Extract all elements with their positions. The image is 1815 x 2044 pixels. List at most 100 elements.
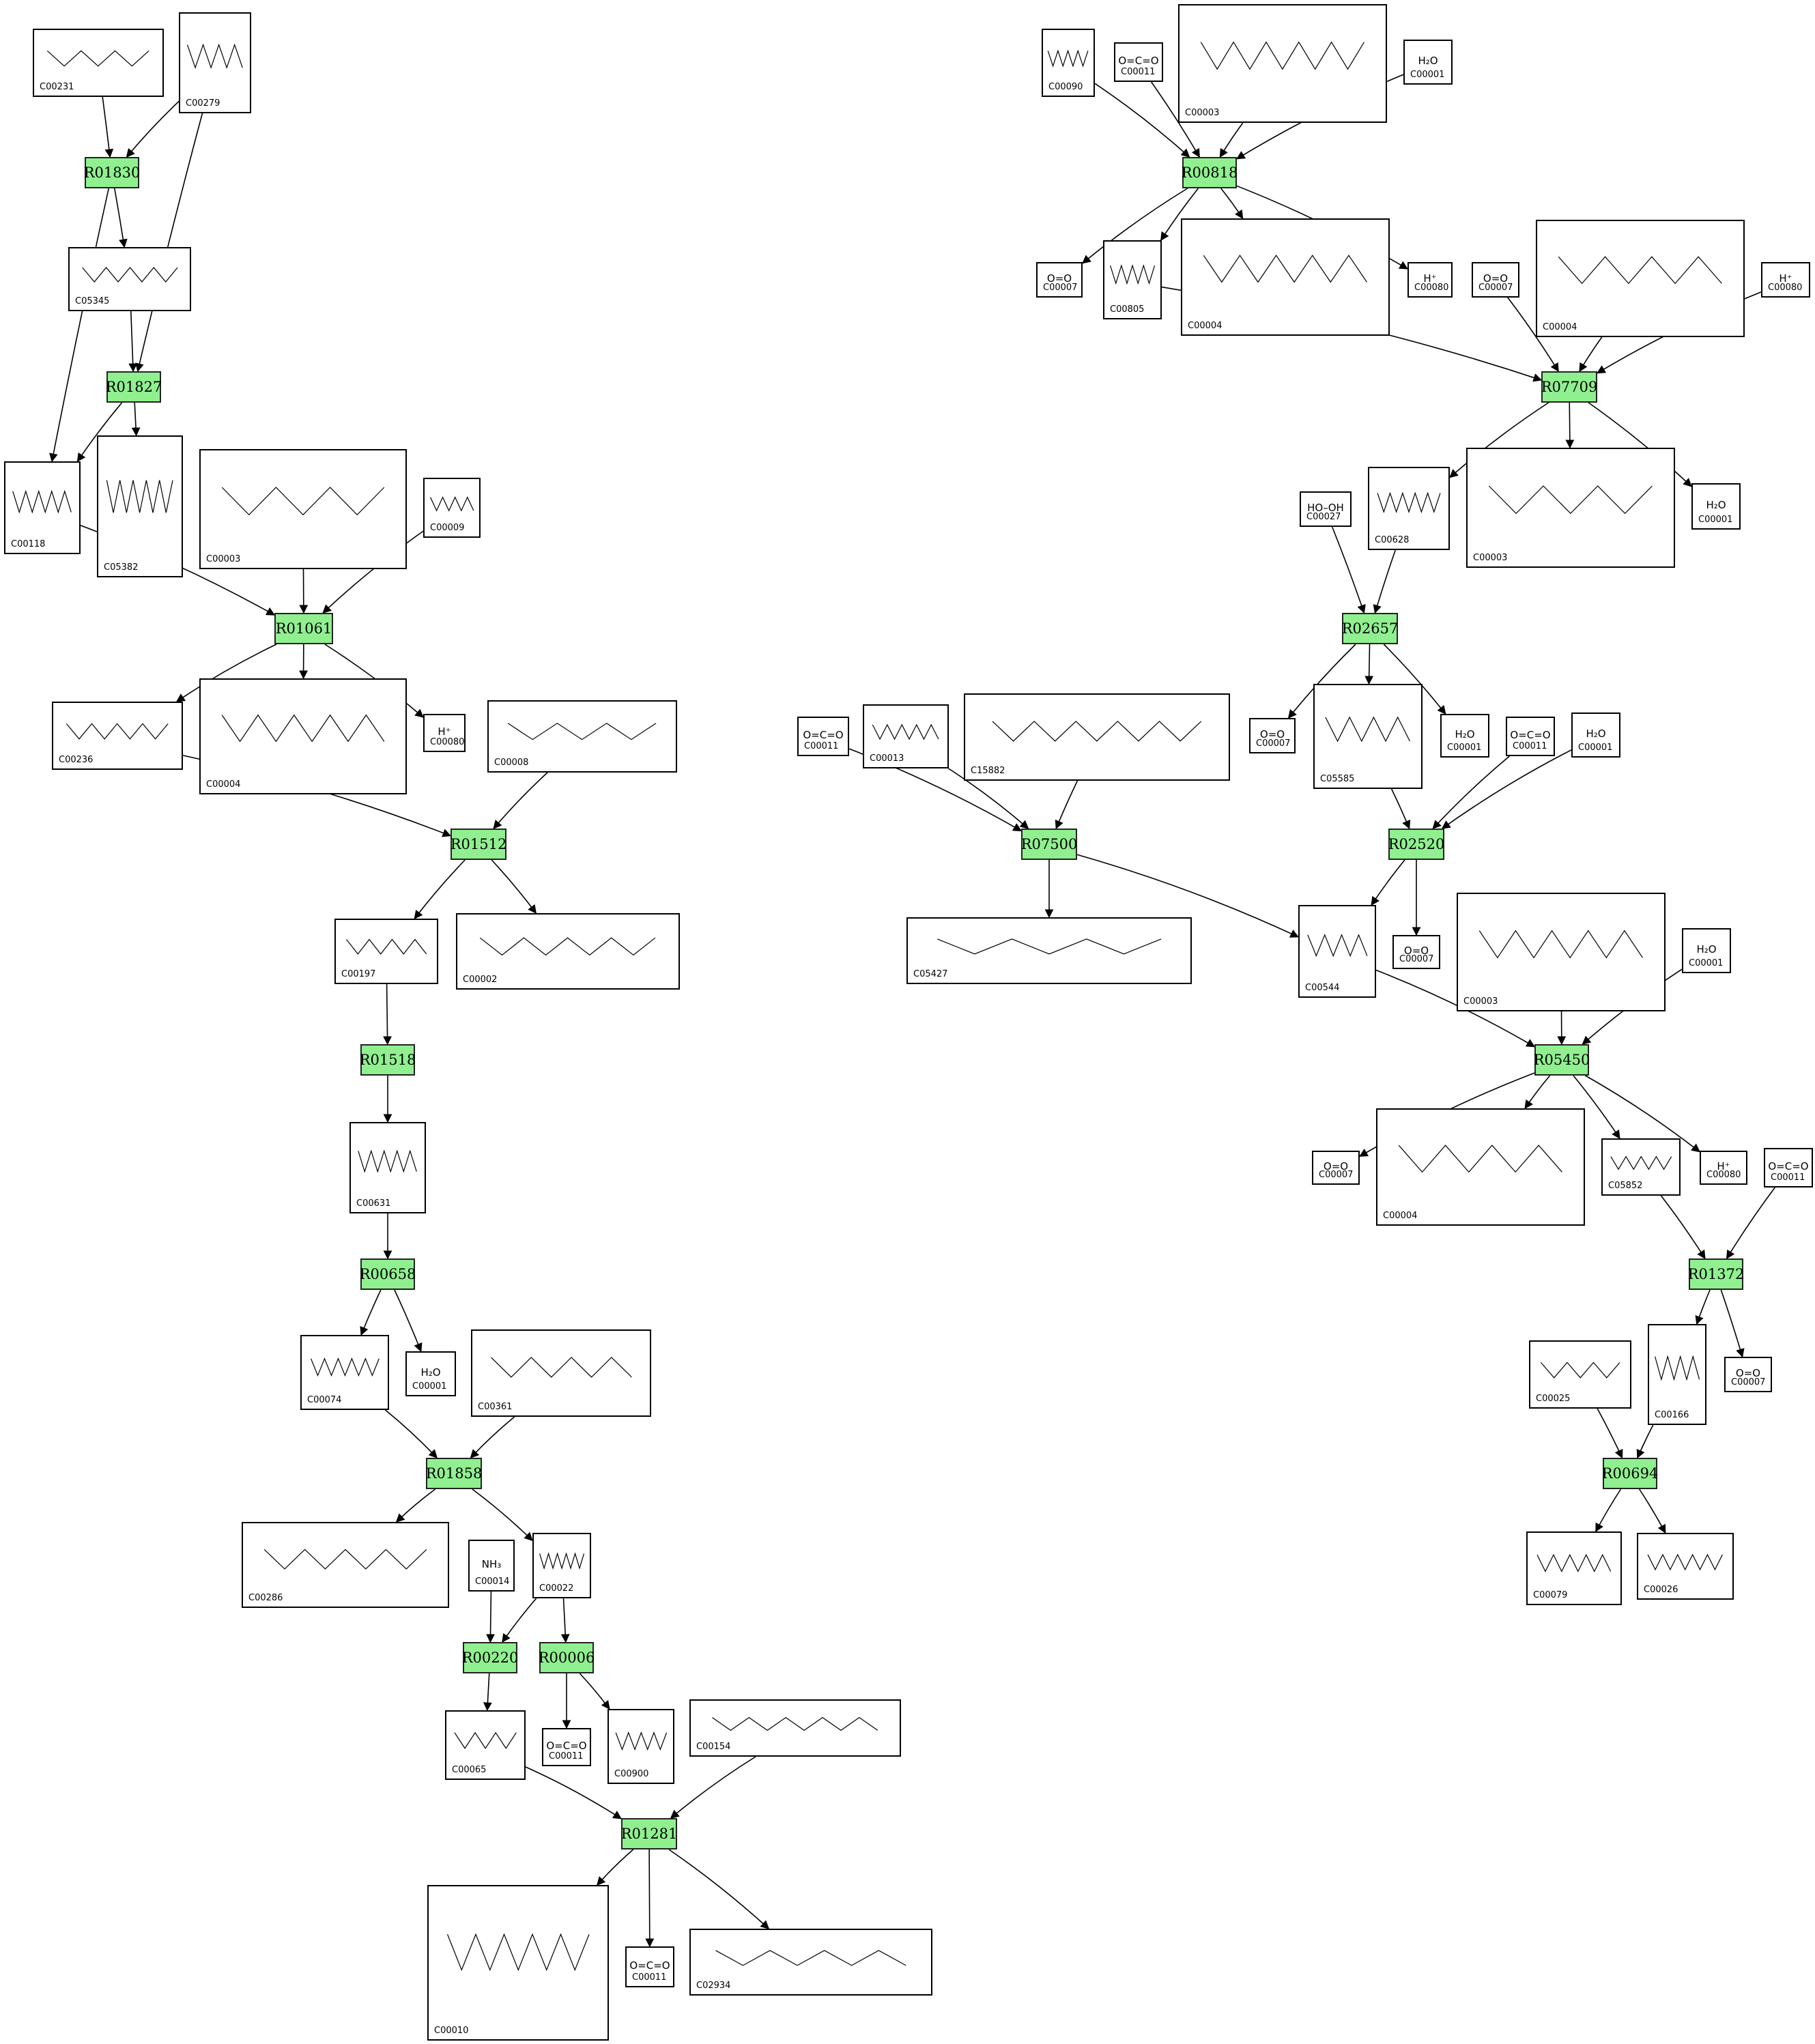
compound-c00900[interactable]: C00900 — [608, 1709, 674, 1784]
reaction-r02657[interactable]: R02657 — [1342, 613, 1398, 644]
compound-c00004[interactable]: C00004 — [199, 678, 407, 794]
compound-id: C00001 — [1447, 743, 1482, 753]
structure-icon — [355, 1130, 420, 1192]
reaction-r01281[interactable]: R01281 — [621, 1818, 677, 1849]
compound-c00080[interactable]: H⁺C00080 — [1407, 262, 1453, 298]
reaction-r00818[interactable]: R00818 — [1182, 157, 1238, 188]
compound-c00805[interactable]: C00805 — [1103, 240, 1162, 319]
compound-c00286[interactable]: C00286 — [242, 1522, 449, 1608]
compound-id: C00080 — [1414, 283, 1449, 293]
compound-c00002[interactable]: C00002 — [456, 913, 680, 990]
compound-formula: O=C=O — [546, 1740, 587, 1753]
compound-c00010[interactable]: C00010 — [427, 1885, 609, 2041]
reaction-r01061[interactable]: R01061 — [274, 613, 333, 644]
compound-c00279[interactable]: C00279 — [179, 12, 251, 113]
compound-c00631[interactable]: C00631 — [349, 1122, 426, 1213]
reaction-r01858[interactable]: R01858 — [426, 1458, 482, 1489]
compound-c00074[interactable]: C00074 — [300, 1335, 389, 1410]
compound-c00197[interactable]: C00197 — [334, 919, 438, 984]
reaction-r00220[interactable]: R00220 — [462, 1642, 518, 1673]
edge-r00006-c00900a — [579, 1673, 610, 1710]
compound-c00080[interactable]: H⁺C00080 — [423, 714, 466, 752]
compound-id: C00080 — [1706, 1170, 1741, 1180]
compound-c00004[interactable]: C00004 — [1181, 218, 1390, 336]
compound-c00026[interactable]: C00026 — [1637, 1533, 1734, 1600]
compound-c00022[interactable]: C00022 — [532, 1533, 591, 1598]
compound-c00231[interactable]: C00231 — [33, 29, 164, 97]
compound-formula: O=O — [1403, 945, 1429, 958]
compound-c00236[interactable]: C00236 — [52, 702, 183, 770]
compound-c00544[interactable]: C00544 — [1298, 905, 1376, 998]
compound-c00628[interactable]: C00628 — [1368, 467, 1450, 550]
compound-c00003[interactable]: C00003 — [1466, 448, 1675, 568]
compound-c05427[interactable]: C05427 — [906, 917, 1192, 984]
compound-c05585[interactable]: C05585 — [1313, 684, 1423, 789]
compound-c00004[interactable]: C00004 — [1376, 1108, 1585, 1226]
compound-c00003[interactable]: C00003 — [1178, 4, 1387, 123]
compound-c00118[interactable]: C00118 — [4, 461, 81, 554]
compound-id: C05852 — [1608, 1181, 1643, 1191]
compound-c00166[interactable]: C00166 — [1648, 1324, 1706, 1425]
compound-c00025[interactable]: C00025 — [1529, 1340, 1631, 1409]
compound-c00004[interactable]: C00004 — [1536, 220, 1745, 337]
edge-r01827-c05382a — [131, 402, 141, 437]
compound-c00003[interactable]: C00003 — [199, 449, 407, 569]
compound-c00080[interactable]: H⁺C00080 — [1700, 1151, 1747, 1185]
structure-icon — [77, 253, 183, 296]
structure-icon — [451, 1717, 519, 1764]
reaction-r01512[interactable]: R01512 — [451, 829, 506, 860]
reaction-r01518[interactable]: R01518 — [360, 1044, 416, 1076]
compound-c00065[interactable]: C00065 — [445, 1710, 526, 1780]
compound-c00361[interactable]: C00361 — [471, 1329, 651, 1417]
reaction-r00006[interactable]: R00006 — [539, 1642, 595, 1673]
reaction-r00658[interactable]: R00658 — [360, 1258, 416, 1290]
compound-c00009[interactable]: C00009 — [423, 478, 481, 538]
reaction-r01830[interactable]: R01830 — [84, 157, 140, 188]
compound-c00013[interactable]: C00013 — [863, 704, 949, 768]
reaction-r01372[interactable]: R01372 — [1688, 1258, 1744, 1290]
compound-c00003[interactable]: C00003 — [1457, 893, 1666, 1011]
compound-c05852[interactable]: C05852 — [1601, 1138, 1681, 1196]
compound-id: C00001 — [1578, 743, 1613, 753]
compound-id: C00007 — [1043, 283, 1078, 293]
reaction-r07709[interactable]: R07709 — [1541, 371, 1597, 403]
compound-c15882[interactable]: C15882 — [964, 693, 1230, 781]
compound-c00080[interactable]: H⁺C00080 — [1761, 262, 1810, 298]
compound-c00090[interactable]: C00090 — [1042, 29, 1095, 97]
compound-c05382[interactable]: C05382 — [97, 435, 183, 577]
reaction-r01827[interactable]: R01827 — [106, 371, 162, 403]
compound-c00079[interactable]: C00079 — [1526, 1531, 1622, 1605]
compound-c02934[interactable]: C02934 — [689, 1929, 932, 1996]
reaction-r05450[interactable]: R05450 — [1534, 1044, 1590, 1076]
edge-r00818-c00805a — [1160, 188, 1199, 242]
compound-id: C00014 — [475, 1577, 510, 1587]
compound-c00154[interactable]: C00154 — [689, 1699, 901, 1757]
compound-c05345[interactable]: C05345 — [68, 247, 191, 311]
reaction-r02520[interactable]: R02520 — [1388, 829, 1444, 860]
compound-id: C00065 — [452, 1765, 487, 1775]
compound-c00008[interactable]: C00008 — [487, 700, 677, 773]
edge-c15882a-r07500 — [1055, 780, 1078, 830]
reaction-r00694[interactable]: R00694 — [1602, 1458, 1658, 1489]
reaction-r07500[interactable]: R07500 — [1021, 829, 1077, 860]
